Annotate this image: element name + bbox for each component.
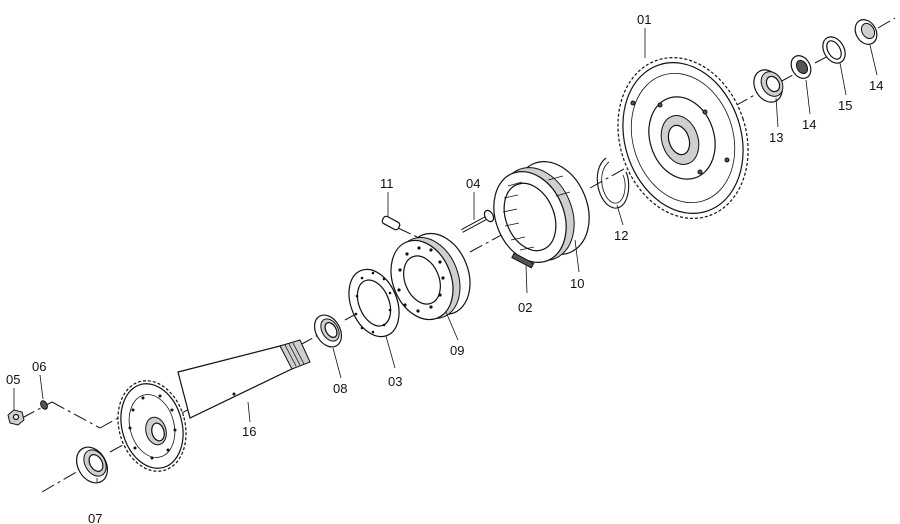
callout-01: 01 (637, 12, 651, 27)
callout-07: 07 (88, 511, 102, 524)
friction-plate-03 (348, 268, 400, 338)
callout-02: 02 (518, 300, 532, 315)
callout-labels: 01 02 03 04 05 06 07 08 09 10 11 12 13 1… (6, 12, 883, 524)
callout-06: 06 (32, 359, 46, 374)
washer-14-middle (790, 55, 812, 79)
snap-ring-12 (596, 157, 630, 209)
washer-14-right (854, 19, 878, 45)
bearing-07 (75, 446, 109, 484)
small-gear-16 (117, 380, 187, 472)
leader-lines (13, 28, 878, 482)
callout-14-right: 14 (869, 78, 883, 93)
callout-13: 13 (769, 130, 783, 145)
clutch-hub-09 (390, 232, 471, 321)
bearing-13 (753, 69, 784, 103)
callout-05: 05 (6, 372, 20, 387)
seal-ring-08 (313, 314, 343, 348)
cage-drum-10 (493, 161, 590, 264)
bolt-04 (461, 209, 495, 233)
spring-pin-02 (511, 252, 535, 269)
large-gear-01 (617, 57, 749, 219)
callout-04: 04 (466, 176, 480, 191)
ring-15 (822, 36, 846, 64)
callout-10: 10 (570, 276, 584, 291)
shaft-16 (177, 339, 311, 419)
callout-14-middle: 14 (802, 117, 816, 132)
callout-12: 12 (614, 228, 628, 243)
callout-11: 11 (380, 176, 394, 191)
dowel-pin-11 (381, 215, 401, 231)
nut-05 (7, 409, 25, 426)
washer-06 (40, 400, 48, 410)
callout-08: 08 (333, 381, 347, 396)
callout-09: 09 (450, 343, 464, 358)
callout-16: 16 (242, 424, 256, 439)
callout-15: 15 (838, 98, 852, 113)
callout-03: 03 (388, 374, 402, 389)
